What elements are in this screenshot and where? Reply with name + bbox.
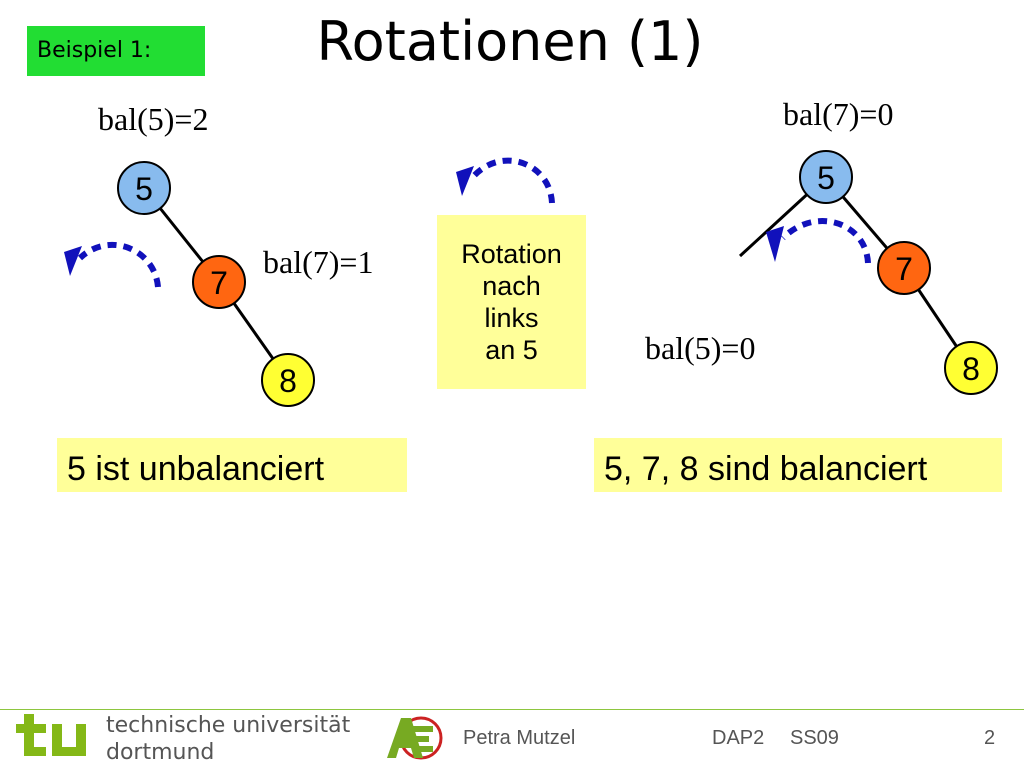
right-bal5-label: bal(5)=0 [645, 330, 756, 366]
left-bal5-label: bal(5)=2 [98, 101, 209, 137]
right-node-7-label: 7 [895, 251, 913, 287]
ae-logo-icon [387, 716, 443, 760]
footer-author: Petra Mutzel [463, 727, 576, 749]
tu-logo-icon [16, 714, 86, 756]
university-name-line1: technische universität [106, 713, 351, 738]
right-caption-box: 5, 7, 8 sind balanciert [594, 438, 1002, 492]
example-badge: Beispiel 1: [27, 26, 205, 76]
rotation-note-line-2: nach [482, 271, 541, 301]
rotation-note-box: Rotation nach links an 5 [437, 215, 586, 389]
left-caption-box: 5 ist unbalanciert [57, 438, 407, 492]
left-node-7: 7 [192, 255, 246, 309]
right-rotation-arrow-icon [766, 218, 871, 264]
rotation-note-line-1: Rotation [461, 239, 562, 269]
top-rotation-arrow-icon [456, 157, 555, 204]
right-node-8-label: 8 [962, 351, 980, 387]
right-caption: 5, 7, 8 sind balanciert [604, 450, 928, 488]
slide-title: Rotationen (1) [316, 10, 704, 73]
left-node-7-label: 7 [210, 265, 228, 301]
footer-course: DAP2 [712, 727, 765, 749]
left-rotation-arrow-icon [64, 241, 161, 288]
rotation-note-line-3: links [484, 303, 539, 333]
footer-divider [0, 709, 1024, 710]
page-number: 2 [984, 727, 996, 749]
left-bal7-label: bal(7)=1 [263, 244, 374, 280]
right-node-5-label: 5 [817, 160, 835, 196]
left-node-8-label: 8 [279, 363, 297, 399]
left-node-5: 5 [117, 161, 171, 215]
footer-term: SS09 [790, 727, 839, 749]
right-node-8: 8 [944, 341, 998, 395]
right-node-5: 5 [799, 150, 853, 204]
university-name-line2: dortmund [106, 740, 215, 765]
left-node-5-label: 5 [135, 171, 153, 207]
left-caption: 5 ist unbalanciert [67, 450, 325, 488]
right-node-7: 7 [877, 241, 931, 295]
rotation-note-line-4: an 5 [485, 335, 538, 365]
left-node-8: 8 [261, 353, 315, 407]
right-bal7-label: bal(7)=0 [783, 96, 894, 132]
